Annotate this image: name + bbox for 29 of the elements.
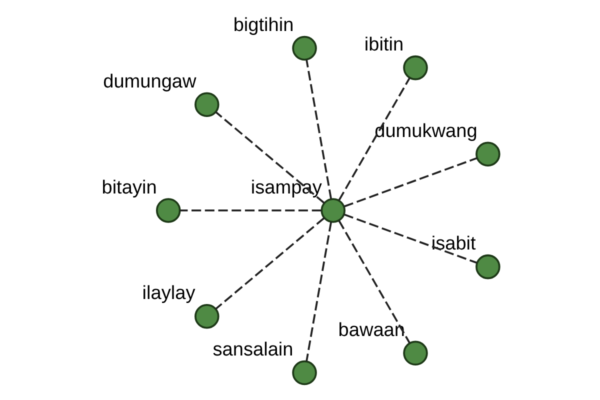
node-label: ibitin <box>364 34 404 56</box>
node-circle <box>292 360 316 386</box>
node-circle <box>194 92 219 117</box>
node-label: sansalain <box>212 340 293 361</box>
connector <box>305 60 332 199</box>
node-label: bawaan <box>338 320 404 342</box>
node-label: dumungaw <box>102 71 196 92</box>
node-circle <box>292 36 316 61</box>
node-circle <box>320 198 345 223</box>
node-circle <box>155 198 180 223</box>
node-label: dumukwang <box>374 120 477 142</box>
connector <box>343 157 477 208</box>
node-label: bitayin <box>101 177 156 198</box>
node-label: ilaylay <box>142 283 195 304</box>
connector <box>305 222 332 362</box>
connector <box>214 111 324 204</box>
connector <box>338 220 410 344</box>
connector <box>180 210 321 212</box>
node-label: isabit <box>430 234 476 255</box>
node-label: bigtihin <box>232 15 294 36</box>
node-circle <box>194 304 219 329</box>
node-circle <box>475 142 500 167</box>
connector <box>338 78 410 201</box>
node-circle <box>402 340 428 366</box>
node-circle <box>475 254 500 280</box>
connector <box>343 214 477 264</box>
node-label: isampay <box>250 177 322 198</box>
connector <box>214 217 324 310</box>
node-circle <box>402 55 428 80</box>
